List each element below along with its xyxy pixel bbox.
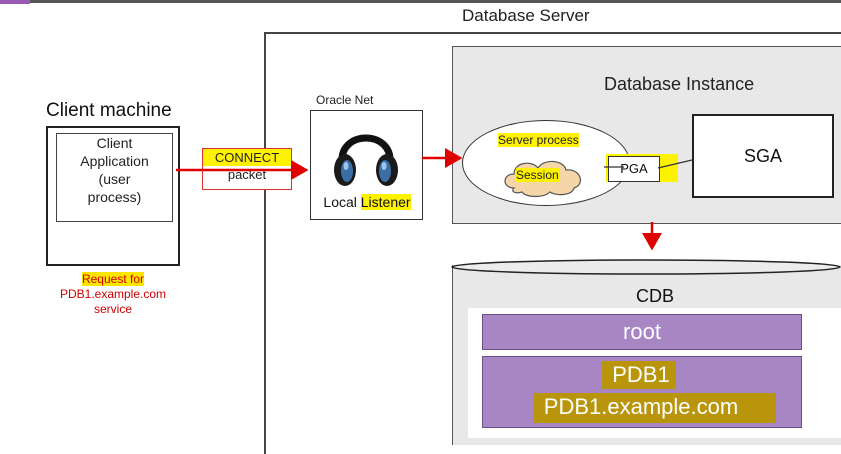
accent-bar [0, 0, 30, 4]
pga-box: PGA [608, 156, 660, 182]
local-listener-label: Local Listener [312, 194, 422, 210]
server-process-label: Server process [498, 133, 579, 147]
connect-label: CONNECT [203, 149, 291, 166]
session-text: Session [516, 168, 559, 182]
root-container: root [482, 314, 802, 350]
client-app-line: (user [98, 171, 131, 187]
database-server-title: Database Server [462, 6, 590, 25]
pdb-service-name: PDB1.example.com [543, 394, 739, 419]
headphones-icon [334, 134, 398, 186]
top-border [0, 0, 841, 3]
service-request-note: Request for PDB1.example.com service [18, 272, 208, 317]
server-process-text: Server process [498, 133, 579, 147]
listener-word: Listener [360, 194, 411, 210]
cdb-cylinder-top [451, 259, 841, 275]
pdb-name: PDB1 [612, 362, 670, 387]
pga-sga-link [657, 159, 693, 169]
client-app-line: Application [80, 153, 149, 169]
connector-arrows [176, 148, 693, 251]
pdb-service-highlight [534, 393, 776, 423]
client-application-box: Client Application (user process) [56, 133, 173, 222]
client-app-line: Client [96, 135, 133, 151]
client-app-line: process) [87, 189, 142, 205]
client-machine-title: Client machine [46, 100, 172, 121]
request-line: PDB1.example.com [59, 287, 167, 301]
session-label: Session [516, 168, 559, 182]
sga-box: SGA [692, 114, 834, 198]
request-line: Request for [81, 272, 145, 286]
cdb-label: CDB [636, 286, 675, 306]
oracle-net-title: Oracle Net [316, 93, 374, 107]
database-instance-title: Database Instance [604, 74, 755, 94]
listener-prefix: Local [323, 194, 361, 210]
request-line: service [93, 302, 132, 316]
pdb-name-highlight [602, 361, 676, 389]
